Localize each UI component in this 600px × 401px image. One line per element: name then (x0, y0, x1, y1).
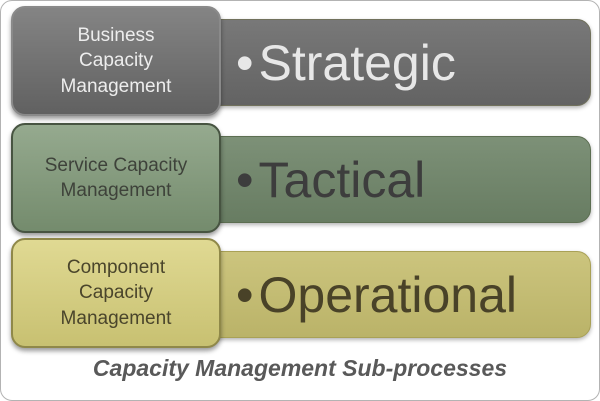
service-capacity-management-label: Service Capacity Management (44, 154, 188, 201)
operational-bar-label: Operational (258, 266, 518, 323)
service-capacity-management-box: Service Capacity Management (11, 123, 221, 233)
operational-bar: • Operational (201, 251, 591, 338)
process-row-service: • Tactical Service Capacity Management (1, 123, 599, 233)
component-capacity-management-label: Component Capacity Management (60, 257, 172, 329)
strategic-bar: • Strategic (201, 19, 591, 106)
business-capacity-management-box: Business Capacity Management (11, 6, 221, 116)
tactical-bar: • Tactical (201, 136, 591, 223)
component-capacity-management-box: Component Capacity Management (11, 238, 221, 348)
bullet-icon: • (236, 151, 254, 208)
process-row-business: • Strategic Business Capacity Management (1, 6, 599, 116)
tactical-bar-label: Tactical (258, 151, 426, 208)
bullet-icon: • (236, 266, 254, 323)
bullet-icon: • (236, 34, 254, 91)
business-capacity-management-label: Business Capacity Management (60, 25, 172, 97)
diagram-caption: Capacity Management Sub-processes (92, 355, 508, 381)
strategic-bar-label: Strategic (258, 34, 456, 91)
process-row-component: • Operational Component Capacity Managem… (1, 238, 599, 348)
